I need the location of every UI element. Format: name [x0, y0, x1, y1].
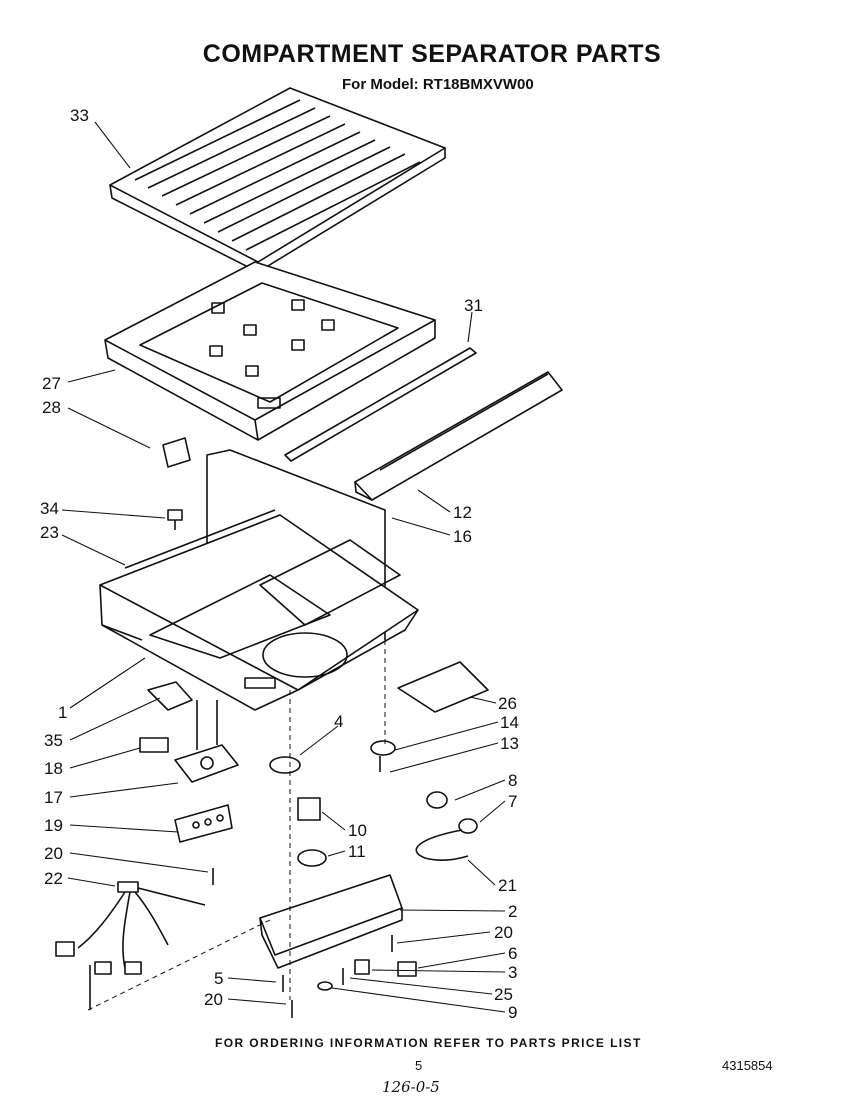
callout-18: 18	[44, 759, 63, 778]
callout-5: 5	[214, 969, 223, 988]
page-number: 5	[415, 1058, 423, 1073]
part-28-block	[162, 437, 191, 468]
part-26-sheet	[397, 661, 489, 713]
part-11-cap	[297, 849, 327, 867]
part-21-lead	[415, 829, 469, 861]
callout-6: 6	[508, 944, 517, 963]
alignment-lines	[87, 640, 386, 1011]
part-2-base	[259, 874, 403, 969]
callout-20-top: 20	[44, 844, 63, 863]
callout-16: 16	[453, 527, 472, 546]
callout-4: 4	[334, 712, 343, 731]
part-8-bulb	[426, 791, 448, 809]
part-12-channel	[354, 371, 563, 501]
part-4-grommet	[269, 756, 301, 774]
part-27-frame	[104, 261, 436, 441]
callout-13: 13	[500, 734, 519, 753]
callout-20-mid: 20	[494, 923, 513, 942]
part-31-strip	[284, 347, 477, 462]
part-10-switch	[297, 797, 321, 821]
part-35-bracket	[147, 681, 193, 711]
callout-7: 7	[508, 792, 517, 811]
callout-27: 27	[42, 374, 61, 393]
callout-8: 8	[508, 771, 517, 790]
page-title: COMPARTMENT SEPARATOR PARTS	[202, 40, 662, 68]
callout-34: 34	[40, 499, 59, 518]
callout-22: 22	[44, 869, 63, 888]
callout-23: 23	[40, 523, 59, 542]
callout-12: 12	[453, 503, 472, 522]
callout-2: 2	[508, 902, 517, 921]
model-subtitle: For Model: RT18BMXVW00	[342, 76, 534, 93]
callout-26: 26	[498, 694, 517, 713]
callout-33: 33	[70, 106, 89, 125]
leader-lines	[61, 121, 506, 1013]
callout-14: 14	[500, 713, 519, 732]
ordering-footer-note: FOR ORDERING INFORMATION REFER TO PARTS …	[215, 1036, 642, 1050]
callout-35: 35	[44, 731, 63, 750]
part-14-grommet	[370, 740, 396, 756]
callout-11: 11	[348, 842, 366, 861]
part-33-grille	[109, 87, 446, 273]
part-17-housing	[174, 700, 239, 783]
callout-19: 19	[44, 816, 63, 835]
callout-17: 17	[44, 788, 63, 807]
callout-25: 25	[494, 985, 513, 1004]
callout-3: 3	[508, 963, 517, 982]
part-1-separator-pan	[99, 509, 419, 711]
callout-9: 9	[508, 1003, 517, 1022]
part-34-plug	[167, 509, 183, 530]
part-18-clip	[139, 737, 169, 753]
part-16-wire	[206, 449, 386, 640]
callout-1: 1	[58, 703, 67, 722]
part-19-control	[174, 804, 233, 843]
callout-10: 10	[348, 821, 367, 840]
document-number: 4315854	[722, 1058, 773, 1073]
callout-28: 28	[42, 398, 61, 417]
part-7-socket	[458, 818, 478, 834]
part-6-connector	[397, 961, 417, 977]
handwritten-note: 126-0-5	[382, 1078, 440, 1096]
callout-21: 21	[498, 876, 517, 895]
callout-20-bottom: 20	[204, 990, 223, 1009]
part-9-washer	[317, 981, 333, 991]
callout-31: 31	[464, 296, 483, 315]
part-22-wire-harness	[55, 881, 206, 1010]
part-3-clip	[354, 959, 370, 975]
